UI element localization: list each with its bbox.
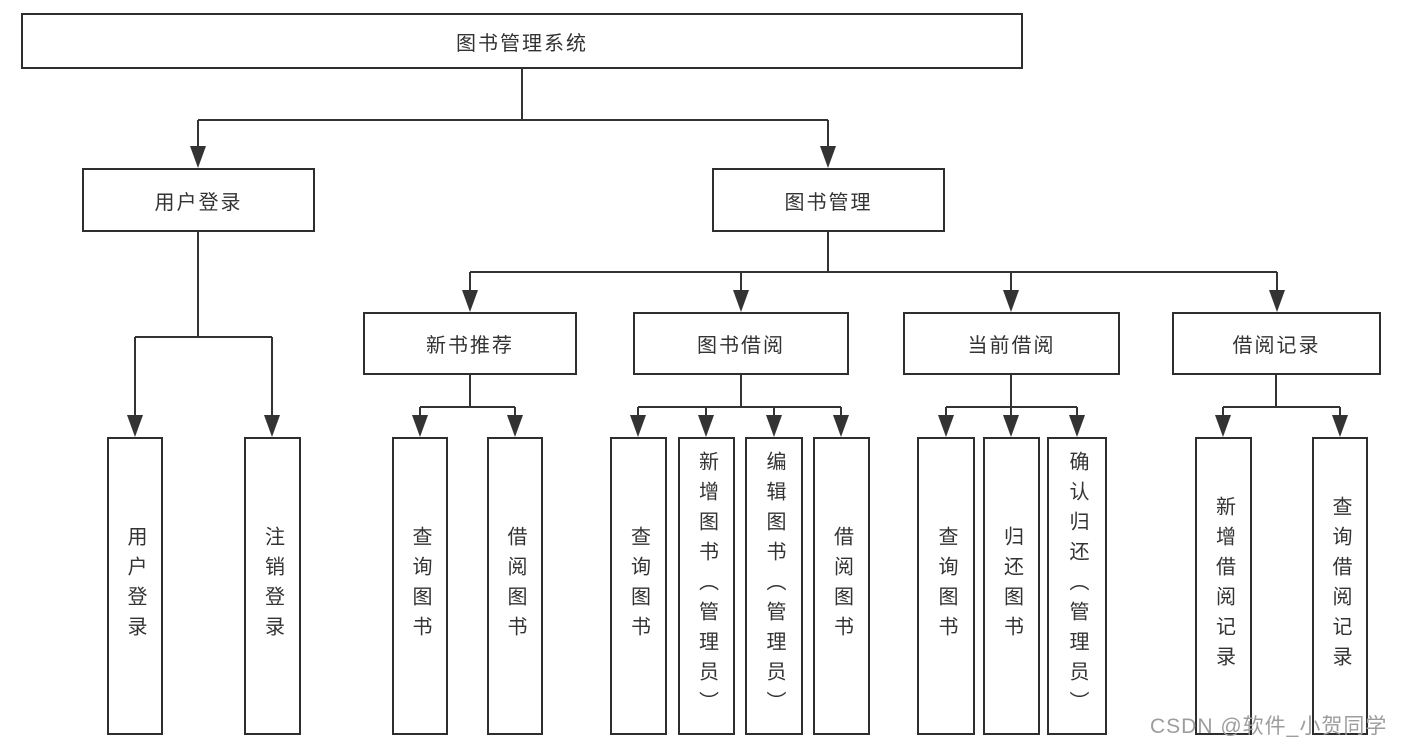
node-root-label: 图书管理系统 (456, 32, 588, 55)
leaf-query-books-recommend-label: 查询图书 (409, 526, 431, 646)
leaf-query-books-borrow: 查询图书 (610, 437, 667, 735)
node-new-book-recommend-label: 新书推荐 (426, 335, 514, 357)
leaf-borrow-books-borrow-label: 借阅图书 (830, 526, 853, 646)
leaf-logout-label: 注销登录 (261, 526, 284, 646)
leaf-query-books-recommend: 查询图书 (392, 437, 448, 735)
leaf-borrow-books-recommend: 借阅图书 (487, 437, 543, 735)
node-book-management-label: 图书管理 (784, 191, 873, 214)
node-new-book-recommend: 新书推荐 (363, 312, 577, 375)
node-user-login: 用户登录 (82, 168, 315, 232)
leaf-edit-book-admin-label: 编辑图书（管理员） (763, 451, 785, 721)
leaf-user-login: 用户登录 (107, 437, 163, 735)
node-current-borrowing: 当前借阅 (903, 312, 1120, 375)
leaf-add-book-admin: 新增图书（管理员） (678, 437, 735, 735)
leaf-logout: 注销登录 (244, 437, 301, 735)
leaf-edit-book-admin: 编辑图书（管理员） (745, 437, 803, 735)
leaf-query-books-current-label: 查询图书 (935, 526, 957, 646)
leaf-user-login-label: 用户登录 (124, 526, 146, 646)
node-book-borrowing-label: 图书借阅 (697, 335, 785, 357)
leaf-query-books-borrow-label: 查询图书 (627, 526, 650, 646)
node-user-login-label: 用户登录 (154, 191, 243, 214)
leaf-add-book-admin-label: 新增图书（管理员） (695, 451, 718, 721)
leaf-borrow-books-recommend-label: 借阅图书 (504, 526, 526, 646)
leaf-add-borrow-record: 新增借阅记录 (1195, 437, 1252, 735)
node-borrowing-records-label: 借阅记录 (1232, 335, 1321, 357)
leaf-borrow-books-borrow: 借阅图书 (813, 437, 870, 735)
node-root-system: 图书管理系统 (21, 13, 1023, 69)
leaf-confirm-return-admin: 确认归还（管理员） (1047, 437, 1107, 735)
node-current-borrowing-label: 当前借阅 (967, 335, 1056, 357)
node-book-borrowing: 图书借阅 (633, 312, 849, 375)
csdn-watermark: CSDN @软件_小贺同学 (1150, 715, 1388, 738)
node-borrowing-records: 借阅记录 (1172, 312, 1381, 375)
leaf-return-books: 归还图书 (983, 437, 1040, 735)
leaf-query-borrow-record: 查询借阅记录 (1312, 437, 1368, 735)
leaf-query-books-current: 查询图书 (917, 437, 975, 735)
leaf-return-books-label: 归还图书 (1000, 526, 1023, 646)
leaf-confirm-return-admin-label: 确认归还（管理员） (1066, 451, 1088, 721)
node-book-management: 图书管理 (712, 168, 945, 232)
leaf-query-borrow-record-label: 查询借阅记录 (1329, 496, 1351, 676)
leaf-add-borrow-record-label: 新增借阅记录 (1212, 496, 1235, 676)
